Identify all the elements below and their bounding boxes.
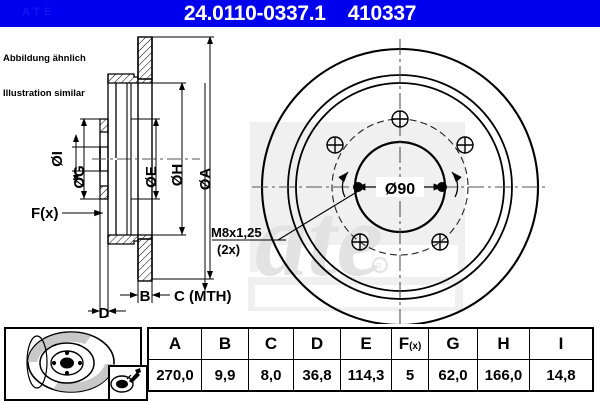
dimension-dia-h — [152, 82, 186, 236]
technical-drawing: ate R — [0, 27, 600, 324]
col-header-g: G — [428, 327, 478, 360]
header-watermark: ATE — [22, 6, 56, 18]
col-header-a: A — [147, 327, 202, 360]
col-header-fx: F(x) — [391, 327, 429, 360]
label-m8-qty: (2x) — [217, 242, 240, 257]
bolt-hole — [391, 110, 409, 128]
value-b: 9,9 — [201, 359, 249, 392]
bolt-hole — [351, 233, 369, 251]
value-c: 8,0 — [248, 359, 294, 392]
value-g: 62,0 — [428, 359, 478, 392]
cross-section-view — [92, 36, 200, 282]
dimension-dia-g — [80, 118, 100, 200]
col-header-d: D — [293, 327, 341, 360]
fx-main-label: F — [398, 334, 410, 353]
dimension-dia-a — [152, 36, 214, 280]
header-bar: ATE 24.0110-0337.1 410337 — [0, 0, 600, 27]
page-title: 24.0110-0337.1 410337 — [183, 1, 417, 25]
label-center-bore-bg — [376, 177, 424, 197]
label-dia-i: ØI — [49, 151, 66, 167]
col-header-e: E — [340, 327, 392, 360]
spec-table-area: A B C D E F(x) G H I 270,0 9,9 8,0 36,8 … — [0, 324, 600, 401]
label-fx: F(x) — [31, 205, 59, 222]
label-d: D — [99, 305, 110, 322]
col-header-b: B — [201, 327, 249, 360]
label-center-bore: Ø90 — [385, 181, 415, 198]
value-fx: 5 — [391, 359, 429, 392]
dimension-dia-e — [131, 118, 160, 200]
caption-line-de: Abbildung ähnlich — [3, 53, 86, 64]
dimension-b-c-d — [88, 83, 208, 317]
value-e: 114,3 — [340, 359, 392, 392]
caption-line-en: Illustration similar — [3, 87, 85, 99]
value-d: 36,8 — [293, 359, 341, 392]
table-row: 270,0 9,9 8,0 36,8 114,3 5 62,0 166,0 14… — [147, 359, 594, 392]
table-header-row: A B C D E F(x) G H I — [147, 327, 594, 360]
value-a: 270,0 — [147, 359, 202, 392]
leader-m8 — [212, 189, 361, 241]
value-i: 14,8 — [529, 359, 594, 392]
bolt-hole — [456, 136, 474, 154]
specification-table: A B C D E F(x) G H I 270,0 9,9 8,0 36,8 … — [147, 327, 594, 392]
label-m8-group: M8x1,25 (2x) — [211, 225, 262, 257]
spray-coating-icon — [108, 365, 148, 401]
illustration-caption: Abbildung ähnlich Illustration similar — [3, 30, 86, 122]
label-dia-e: ØE — [143, 166, 160, 188]
bolt-hole — [431, 233, 449, 251]
label-c-mth: C (MTH) — [174, 288, 231, 305]
label-m8-thread: M8x1,25 — [211, 225, 262, 240]
fx-sub-label: (x) — [409, 341, 422, 352]
col-header-h: H — [477, 327, 530, 360]
bolt-hole — [326, 136, 344, 154]
m8-hole-hooks — [338, 171, 462, 198]
dimension-dia-i — [72, 134, 100, 183]
label-b: B — [140, 288, 151, 305]
wheel-bolt-holes — [326, 110, 474, 251]
label-dia-g: ØG — [71, 165, 88, 188]
value-h: 166,0 — [477, 359, 530, 392]
svg-text:R: R — [376, 262, 382, 271]
col-header-c: C — [248, 327, 294, 360]
label-dia-h: ØH — [169, 164, 186, 187]
ate-watermark: ate R — [248, 122, 465, 311]
col-header-i: I — [529, 327, 594, 360]
